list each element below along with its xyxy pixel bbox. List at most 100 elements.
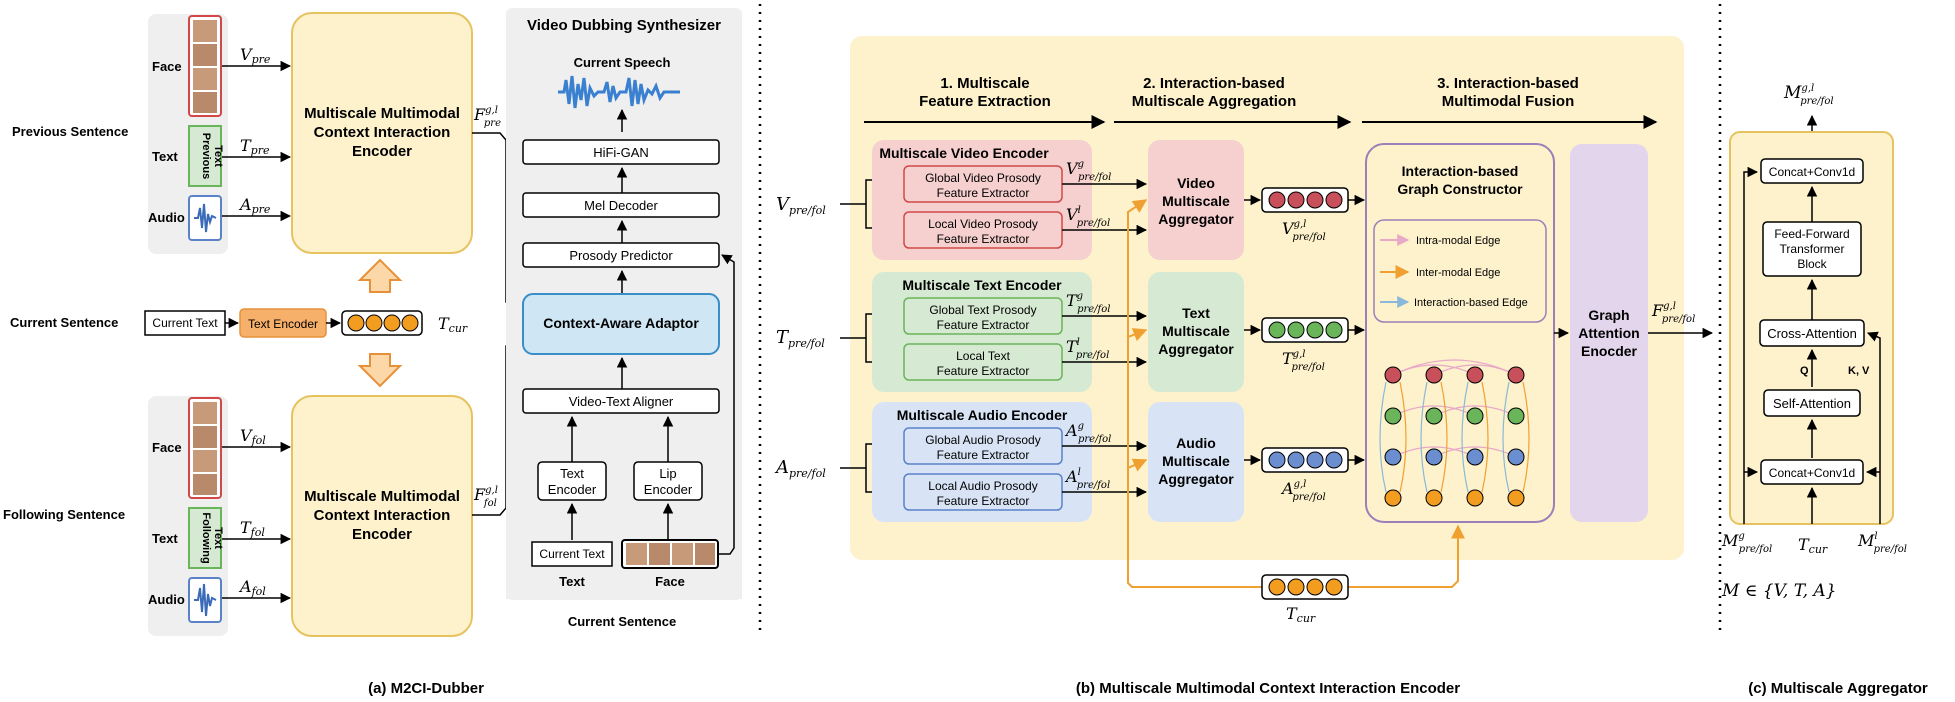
caption-c: (c) Multiscale Aggregator	[1748, 680, 1928, 697]
local-audio-line1: Local Audio Prosody	[928, 479, 1037, 493]
q-label: Q	[1800, 365, 1809, 377]
modality-set-definition: M ∈ {V, T, A}	[1721, 581, 1836, 601]
hifigan-label: HiFi-GAN	[593, 145, 649, 160]
video-agg-line2: Multiscale	[1162, 193, 1230, 209]
synth-face-strip	[621, 539, 719, 569]
previous-audio-waveform	[188, 195, 222, 241]
local-text-line2: Feature Extractor	[937, 364, 1030, 378]
current-speech-label: Current Speech	[574, 55, 671, 70]
concat-conv-top	[1760, 158, 1864, 184]
lip-encoder-line1: Lip	[659, 466, 676, 481]
previous-text-box-line1: Previous	[200, 133, 212, 179]
current-text-box-a-label: Current Text	[152, 316, 218, 330]
up-block-arrow	[357, 258, 403, 293]
synth-face-label: Face	[655, 574, 685, 589]
t-cur-label-b: Tcur	[1286, 604, 1316, 625]
legend-inter-label: Inter-modal Edge	[1416, 267, 1500, 279]
caption-b: (b) Multiscale Multimodal Context Intera…	[1076, 680, 1460, 697]
video-agg-line3: Aggregator	[1158, 211, 1234, 227]
local-video-line2: Feature Extractor	[937, 232, 1030, 246]
global-video-line1: Global Video Prosody	[925, 171, 1041, 185]
synth-text-label: Text	[559, 574, 585, 589]
audio-aggregated-embedding	[1261, 447, 1349, 473]
following-text-box-line2: Text	[212, 527, 224, 549]
input-v-label: Vpre/fol	[776, 194, 826, 217]
local-video-line1: Local Video Prosody	[928, 217, 1038, 231]
stage3-line1: 3. Interaction-based	[1437, 75, 1579, 92]
gat-line1: Graph	[1588, 307, 1629, 323]
following-audio-waveform	[188, 577, 222, 623]
video-encoder-title: Multiscale Video Encoder	[879, 145, 1049, 161]
kv-label: K, V	[1848, 365, 1870, 377]
video-aggregated-embedding	[1261, 187, 1349, 213]
text-aggregated-embedding	[1261, 317, 1349, 343]
global-text-line2: Feature Extractor	[937, 318, 1030, 332]
synth-current-text-box	[531, 541, 613, 567]
prosody-predictor-label: Prosody Predictor	[569, 248, 673, 263]
previous-face-label: Face	[152, 59, 182, 74]
previous-audio-label: Audio	[148, 210, 185, 225]
self-attention-label: Self-Attention	[1773, 396, 1851, 411]
mel-decoder-label: Mel Decoder	[584, 198, 658, 213]
synth-current-text-label: Current Text	[539, 547, 605, 561]
previous-sentence-label: Previous Sentence	[12, 124, 128, 139]
global-text-line1: Global Text Prosody	[929, 303, 1036, 317]
ffn-block	[1762, 221, 1862, 277]
a-fol-label: Afol	[238, 577, 266, 598]
following-encoder-line2: Context Interaction	[314, 507, 451, 524]
stage1-line2: Feature Extraction	[919, 93, 1051, 110]
legend-interaction-label: Interaction-based Edge	[1414, 297, 1528, 309]
synth-text-encoder-line2: Encoder	[548, 482, 597, 497]
cross-attention-box	[1759, 319, 1865, 347]
following-sentence-label: Following Sentence	[3, 507, 125, 522]
text-encoder-title: Multiscale Text Encoder	[902, 277, 1062, 293]
t-cur-embedding-b	[1261, 574, 1349, 600]
mel-decoder-box	[522, 192, 720, 218]
hifigan-box	[522, 139, 720, 165]
audio-agg-line2: Multiscale	[1162, 453, 1230, 469]
caption-a: (a) M2CI-Dubber	[368, 680, 484, 697]
local-text-line1: Local Text	[956, 349, 1010, 363]
concat-conv-bottom-label: Concat+Conv1d	[1769, 466, 1855, 480]
t-cur-label-a: Tcur	[438, 314, 468, 335]
text-agg-line3: Aggregator	[1158, 341, 1234, 357]
previous-encoder-line2: Context Interaction	[314, 124, 451, 141]
panel-b: 1. Multiscale Feature Extraction 2. Inte…	[774, 36, 1714, 625]
down-block-arrow	[357, 353, 403, 388]
legend-intra-label: Intra-modal Edge	[1416, 235, 1500, 247]
v-pre-label: Vpre	[240, 45, 271, 66]
graph-constructor-line1: Interaction-based	[1402, 163, 1519, 179]
t-pre-label: Tpre	[240, 136, 270, 157]
concat-conv-top-label: Concat+Conv1d	[1769, 165, 1855, 179]
following-text-box-line1: Following	[200, 512, 212, 563]
graph-attention-encoder	[1570, 144, 1648, 522]
following-text-box	[188, 507, 222, 569]
text-encoder-box-a-label: Text Encoder	[248, 317, 318, 331]
audio-agg-line1: Audio	[1176, 435, 1216, 451]
concat-conv-bottom	[1760, 459, 1864, 485]
previous-encoder-line1: Multiscale Multimodal	[304, 105, 460, 122]
video-dubbing-synthesizer: Video Dubbing Synthesizer Current Speech…	[506, 8, 742, 629]
gat-line2: Attention	[1578, 325, 1639, 341]
video-text-aligner-label: Video-Text Aligner	[569, 394, 674, 409]
self-attention-box	[1763, 389, 1861, 417]
audio-encoder-title: Multiscale Audio Encoder	[897, 407, 1068, 423]
input-t-label: Tpre/fol	[776, 327, 825, 350]
context-aware-adaptor-label: Context-Aware Adaptor	[543, 315, 699, 331]
video-text-aligner-box	[522, 388, 720, 414]
previous-encoder-line3: Encoder	[352, 143, 412, 160]
global-video-line2: Feature Extractor	[937, 186, 1030, 200]
ffn-line3: Block	[1797, 257, 1827, 271]
gat-line3: Enocder	[1581, 343, 1638, 359]
text-agg-line2: Multiscale	[1162, 323, 1230, 339]
